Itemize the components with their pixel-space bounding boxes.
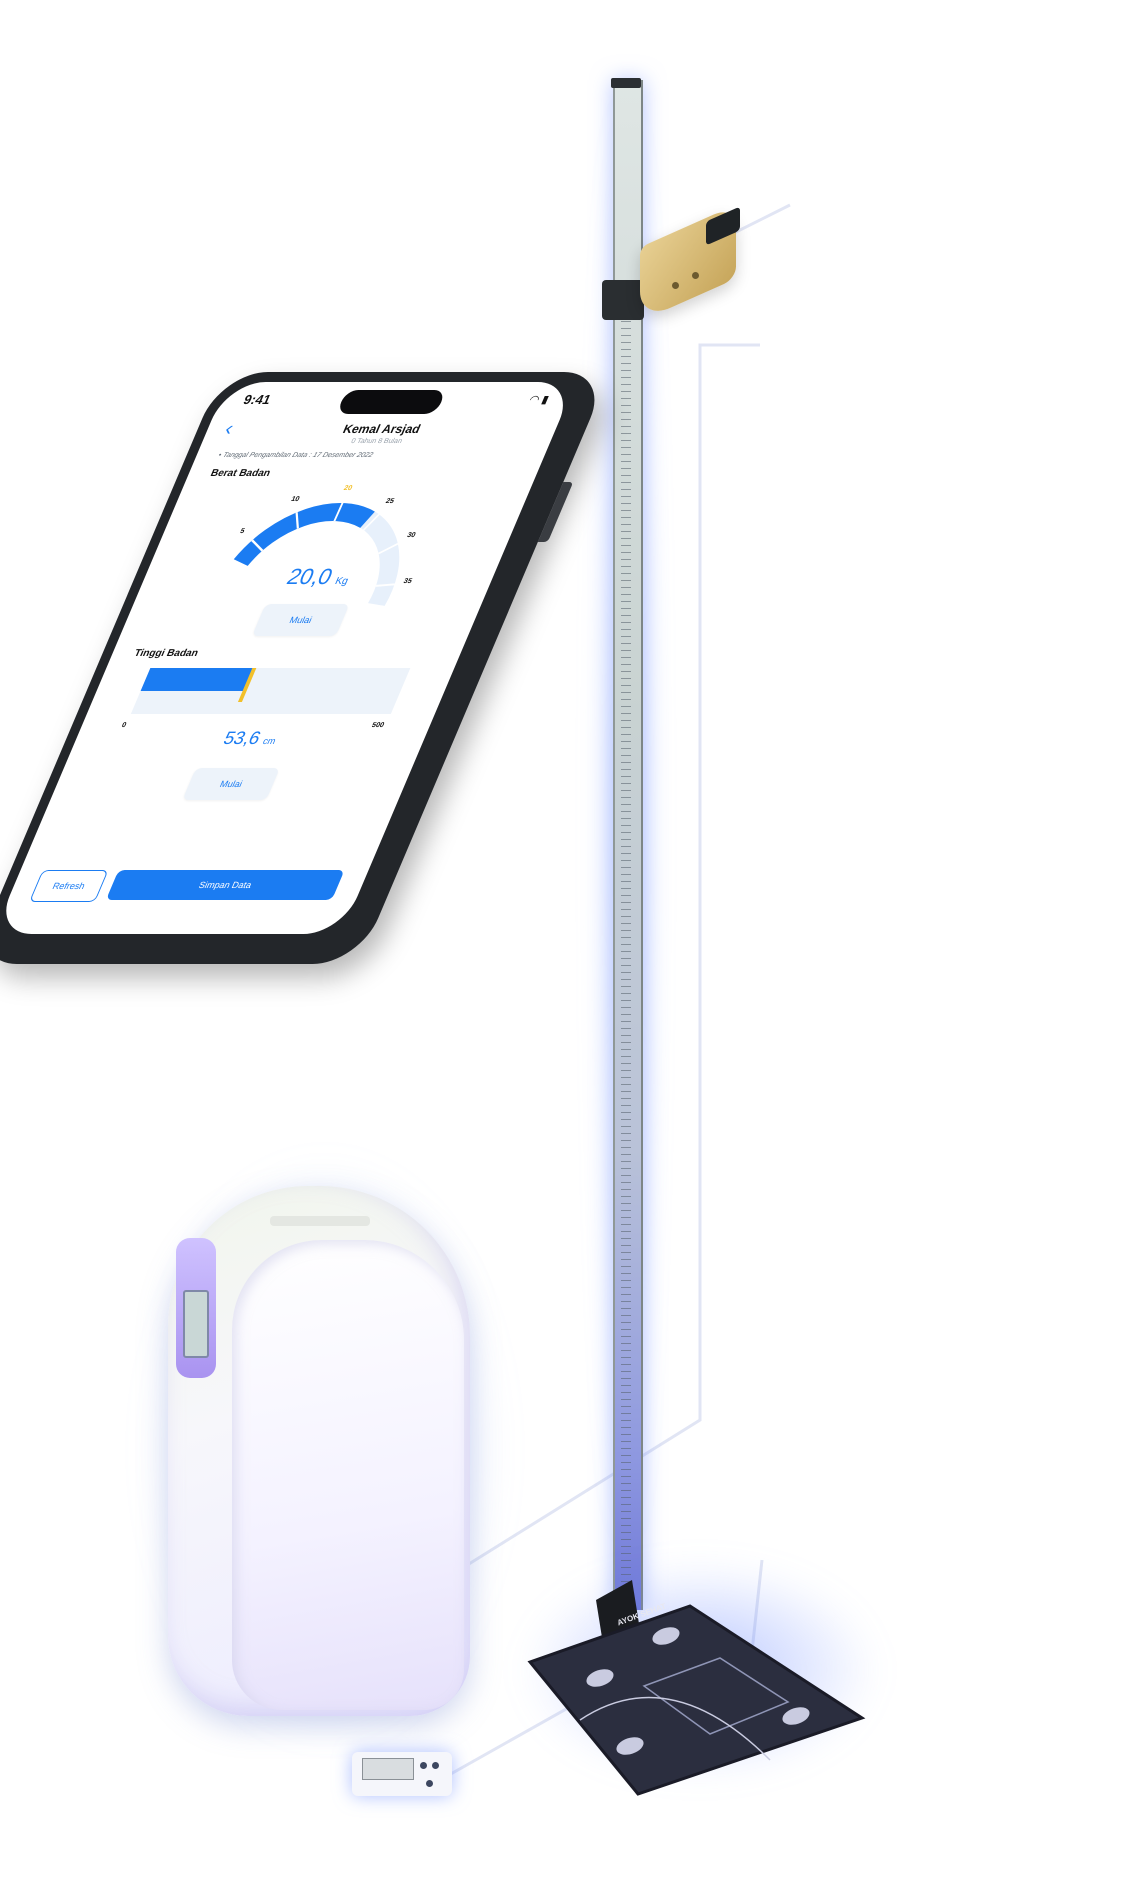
receiver-button xyxy=(432,1762,439,1769)
weight-gauge xyxy=(233,503,400,606)
gauge-notch xyxy=(251,539,264,552)
height-section-title: Tinggi Badan xyxy=(132,648,201,659)
scale-display-outline xyxy=(642,1657,790,1735)
patient-name: Kemal Arsjad xyxy=(340,422,423,436)
receiver-display xyxy=(362,1758,414,1780)
height-bar-fill xyxy=(140,668,255,691)
scale-electrode xyxy=(652,1627,680,1645)
weight-number: 20,0 xyxy=(283,564,337,589)
gauge-notch xyxy=(295,511,299,529)
app-screen: 9:41 ◠ ▮ ‹ Kemal Arsjad 0 Tahun 8 Bulan … xyxy=(0,382,576,934)
baby-scale-tray xyxy=(232,1240,464,1710)
scale-electrode xyxy=(782,1707,810,1725)
patient-age: 0 Tahun 8 Bulan xyxy=(349,438,404,445)
gauge-notch xyxy=(333,503,344,522)
height-value: 53,6 cm xyxy=(72,728,429,749)
save-data-button[interactable]: Simpan Data xyxy=(105,870,345,900)
sensor-eye xyxy=(692,272,699,279)
receiver-button xyxy=(426,1780,433,1787)
scale-arc xyxy=(579,1696,771,1761)
gauge-notch xyxy=(362,513,380,531)
sensor-eye xyxy=(672,282,679,289)
baby-scale-display xyxy=(183,1290,209,1358)
height-start-button[interactable]: Mulai xyxy=(182,768,280,800)
connector-line xyxy=(439,343,760,1584)
pole-cap xyxy=(611,78,641,88)
weight-start-button[interactable]: Mulai xyxy=(251,604,350,636)
scale-electrode xyxy=(586,1669,614,1687)
wifi-battery-icon: ◠ ▮ xyxy=(526,394,551,406)
receiver-button xyxy=(420,1762,427,1769)
phone-frame: 9:41 ◠ ▮ ‹ Kemal Arsjad 0 Tahun 8 Bulan … xyxy=(0,372,610,964)
status-time: 9:41 xyxy=(241,392,274,407)
weight-unit: Kg xyxy=(333,576,351,587)
collection-date-text: Tanggal Pengambilan Data : 17 Desember 2… xyxy=(221,452,375,459)
gauge-notches xyxy=(251,503,399,587)
sensor-clamp xyxy=(602,280,644,320)
refresh-button[interactable]: Refresh xyxy=(29,870,109,902)
weight-section-title: Berat Badan xyxy=(208,468,273,479)
gauge-notch xyxy=(378,542,399,555)
body-scale xyxy=(527,1580,866,1796)
gauge-notch xyxy=(375,583,395,587)
collection-date: • Tanggal Pengambilan Data : 17 Desember… xyxy=(217,452,375,459)
height-unit: cm xyxy=(261,736,278,746)
baby-scale-hinge xyxy=(270,1216,370,1226)
height-number: 53,6 xyxy=(220,728,264,748)
gauge-fill xyxy=(233,503,375,567)
scale-platform xyxy=(527,1604,866,1796)
scale-electrode xyxy=(616,1737,644,1755)
weight-value: 20,0 Kg xyxy=(139,564,498,590)
pole-ruler-ticks xyxy=(621,300,631,1600)
dynamic-island xyxy=(336,390,447,414)
smartphone: 9:41 ◠ ▮ ‹ Kemal Arsjad 0 Tahun 8 Bulan … xyxy=(0,372,610,964)
